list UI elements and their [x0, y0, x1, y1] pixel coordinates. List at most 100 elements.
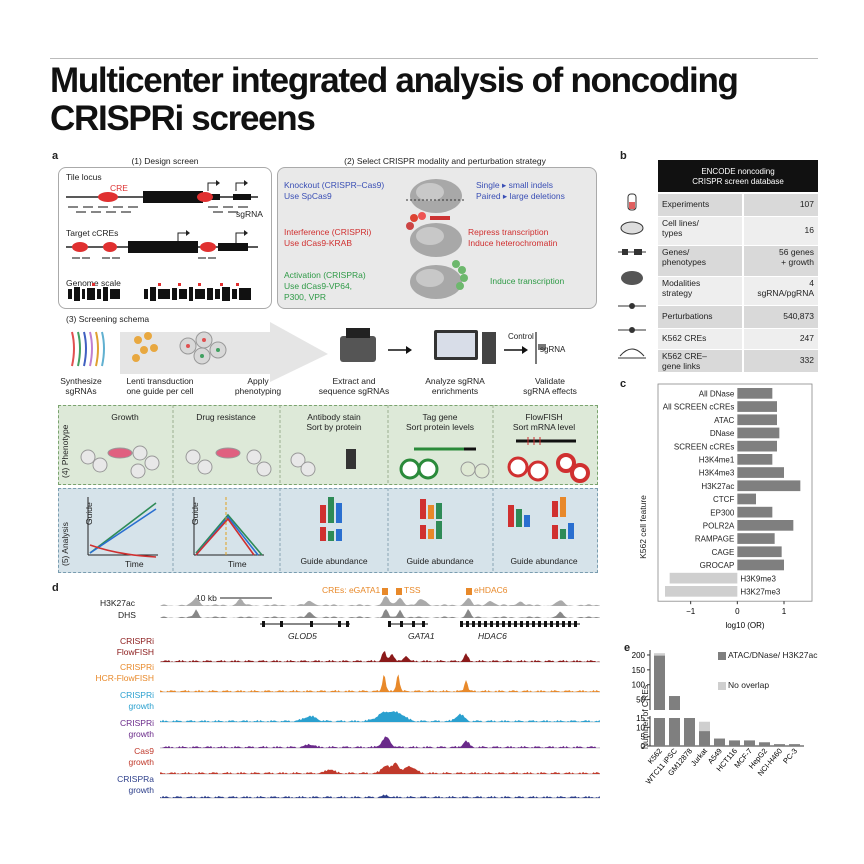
c-category-label: SCREEN cCREs	[674, 442, 734, 451]
track-label-line1: CRISPRa	[117, 774, 154, 784]
dhs-track-label: DHS	[118, 610, 136, 620]
e-tick-label: 0	[641, 742, 646, 751]
e-bar	[744, 740, 755, 746]
tile-locus-label: Tile locus	[66, 172, 102, 182]
cre-icon	[618, 327, 646, 333]
screening-steps-icons	[71, 328, 546, 367]
track-label-line1: CRISPRi	[119, 718, 154, 728]
c-bar	[665, 586, 738, 597]
design-screen-diagram	[66, 180, 258, 301]
exon	[532, 621, 535, 627]
phenotype-row	[58, 405, 598, 485]
c-category-label: POLR2A	[703, 522, 735, 531]
cas9-illustrations	[406, 179, 468, 299]
c-bar	[737, 480, 801, 492]
cre-marker	[466, 588, 472, 595]
knockout-single: Single ▸ small indels	[476, 180, 554, 190]
c-category-label: EP300	[710, 508, 735, 517]
c-tick-label: 1	[782, 607, 787, 616]
sgrna-label: sgRNA	[236, 209, 263, 219]
exon	[388, 621, 391, 627]
h3k27ac-track	[160, 596, 600, 606]
cres-label: CREs: eGATA1	[322, 585, 381, 595]
e-tick-label: 200	[632, 651, 646, 660]
e-bar	[654, 653, 665, 656]
signal-track	[160, 650, 600, 662]
exon	[466, 621, 469, 627]
exon	[520, 621, 523, 627]
knockout-sub: Use SpCas9	[284, 191, 332, 201]
signal-track	[160, 736, 600, 748]
cre-label: CRE	[110, 183, 128, 193]
growth-time-axis: Time	[125, 559, 144, 569]
drug-guide-axis: Guide	[190, 502, 200, 525]
gene-gata1: GATA1	[408, 631, 435, 641]
exon	[556, 621, 559, 627]
select-modality-heading: (2) Select CRISPR modality and perturbat…	[344, 156, 546, 166]
track-label-line2: growth	[128, 728, 154, 739]
control-label: Control	[508, 332, 534, 341]
e-bar	[669, 718, 680, 746]
c-category-label: CAGE	[712, 548, 735, 557]
exon	[502, 621, 505, 627]
perturbation-icon	[618, 303, 646, 309]
c-bar	[737, 506, 773, 518]
database-row-value: 332	[744, 350, 818, 372]
c-category-label: H3K4me1	[699, 456, 735, 465]
track-label-line2: growth	[128, 700, 154, 711]
e-tick-label: 10	[636, 723, 645, 732]
c-bar	[737, 533, 775, 544]
e-bar	[789, 744, 800, 746]
track-label-line2: growth	[128, 756, 154, 767]
panel-b-label: b	[620, 150, 627, 162]
crispri-heterochromatin: Induce heterochromatin	[468, 238, 558, 248]
c-category-label: DNase	[710, 429, 735, 438]
exon	[460, 621, 463, 627]
database-row-value: 56 genes + growth	[744, 246, 818, 276]
e-category-label: Jurkat	[689, 746, 710, 768]
exon	[568, 621, 571, 627]
c-tick-label: 0	[735, 607, 740, 616]
exon	[496, 621, 499, 627]
legend-swatch-no-overlap	[718, 682, 726, 690]
header-rule	[50, 58, 818, 59]
e-tick-label: 50	[636, 696, 645, 705]
panel-c-label: c	[620, 378, 627, 390]
c-bar	[737, 559, 784, 571]
e-category-label: PC-3	[781, 747, 799, 766]
panel-a-label: a	[52, 150, 59, 162]
exon	[346, 621, 349, 627]
track-label-line2: FlowFISH	[116, 646, 154, 657]
c-category-label: ATAC	[714, 416, 734, 425]
database-row-key: Experiments	[658, 194, 742, 216]
cre-marker	[396, 588, 402, 595]
abund-label-3: Guide abundance	[510, 556, 578, 566]
c-bar	[737, 401, 777, 412]
c-category-label: GROCAP	[700, 561, 735, 570]
c-tick-label: −1	[686, 607, 696, 616]
validate-sgrna-label: sgRNA	[540, 345, 566, 354]
e-bar	[684, 718, 695, 746]
c-category-label: H3K4me3	[699, 469, 735, 478]
link-icon	[618, 348, 646, 359]
growth-guide-axis: Guide	[84, 502, 94, 525]
gene-hdac6: HDAC6	[478, 631, 507, 641]
exon	[400, 621, 403, 627]
c-bar	[737, 546, 782, 558]
c-bar	[737, 493, 756, 505]
exon	[550, 621, 553, 627]
c-plot-frame	[657, 383, 813, 602]
tss-label: TSS	[404, 585, 421, 595]
drug-col-title: Drug resistance	[196, 412, 256, 422]
e-bar	[714, 738, 725, 746]
exon	[544, 621, 547, 627]
database-row-key: K562 CRE– gene links	[658, 350, 742, 372]
c-bar	[737, 520, 794, 531]
e-bar	[699, 721, 710, 732]
